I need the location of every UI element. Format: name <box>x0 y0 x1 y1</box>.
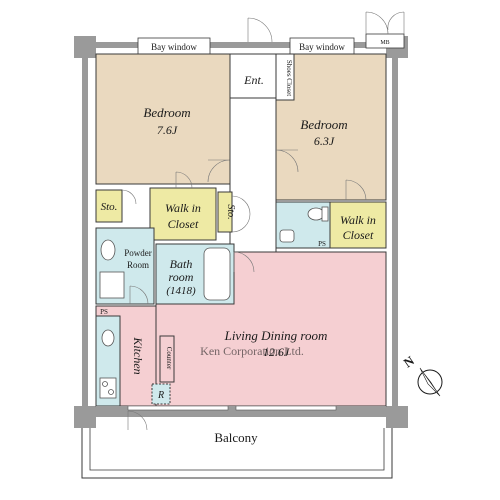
mb-label: MB <box>380 40 389 46</box>
bedroom-left-size: 7.6J <box>157 123 178 137</box>
washing-machine <box>99 271 125 299</box>
svg-text:Bath: Bath <box>170 257 193 271</box>
door-swing-bedroom-left <box>207 159 231 183</box>
balcony <box>81 428 393 479</box>
counter <box>159 335 175 383</box>
entrance-label: Ent. <box>243 73 264 87</box>
column-bottom-left <box>74 406 96 428</box>
sink-fixture <box>100 239 116 261</box>
stove <box>99 377 117 399</box>
living-dining-name: Living Dining room <box>224 328 328 343</box>
north-label: N <box>401 352 418 370</box>
hallway <box>229 97 277 253</box>
living-dining-size: 12.6J <box>263 345 290 359</box>
north-arrow: N <box>401 352 443 397</box>
storage-left-label: Sto. <box>101 201 118 213</box>
powder-room-line2: Room <box>127 260 149 270</box>
refrigerator <box>151 383 171 405</box>
door-swing-outside <box>365 11 405 35</box>
mb-box <box>365 33 405 49</box>
storage-left <box>95 189 123 223</box>
walkin-closet-left-line2: Closet <box>168 217 199 231</box>
balcony-label: Balcony <box>214 430 258 445</box>
kitchen-label: Kitchen <box>131 336 145 374</box>
bedroom-right-name: Bedroom <box>300 117 347 132</box>
watermark: Ken Corporation Ltd. <box>200 344 304 358</box>
powder-room-line1: Powder <box>124 248 152 258</box>
bedroom-left <box>95 53 231 185</box>
bay-window-left-label: Bay window <box>151 42 197 52</box>
svg-text:room: room <box>169 270 194 284</box>
ps-right-label: PS <box>318 240 326 248</box>
refrigerator-label: R <box>157 390 164 401</box>
door-swing-bedroom-right <box>275 149 299 173</box>
kitchen-sink <box>101 329 115 347</box>
ps-left-label: PS <box>100 308 108 316</box>
walkin-closet-right <box>329 201 387 249</box>
walkin-closet-left <box>149 187 217 241</box>
living-dining-room <box>155 251 387 407</box>
counter-label: Counter <box>165 347 173 370</box>
bedroom-left-name: Bedroom <box>143 105 190 120</box>
door-swing-entrance <box>247 17 273 43</box>
storage-mid <box>217 191 233 233</box>
column-top-left <box>74 36 96 58</box>
bedroom-right-size: 6.3J <box>314 134 335 148</box>
svg-text:(1418): (1418) <box>166 285 196 297</box>
walkin-closet-right-line2: Closet <box>343 228 374 242</box>
svg-text:Shoes Closet: Shoes Closet <box>285 60 293 96</box>
door-swing-living <box>233 251 255 273</box>
column-bottom-right <box>386 406 408 428</box>
walkin-closet-right-line1: Walk in <box>340 213 376 227</box>
bay-window-right-label: Bay window <box>299 42 345 52</box>
entrance <box>229 53 277 99</box>
storage-mid-label: Sto. <box>225 204 236 219</box>
walkin-closet-left-line1: Walk in <box>165 201 201 215</box>
